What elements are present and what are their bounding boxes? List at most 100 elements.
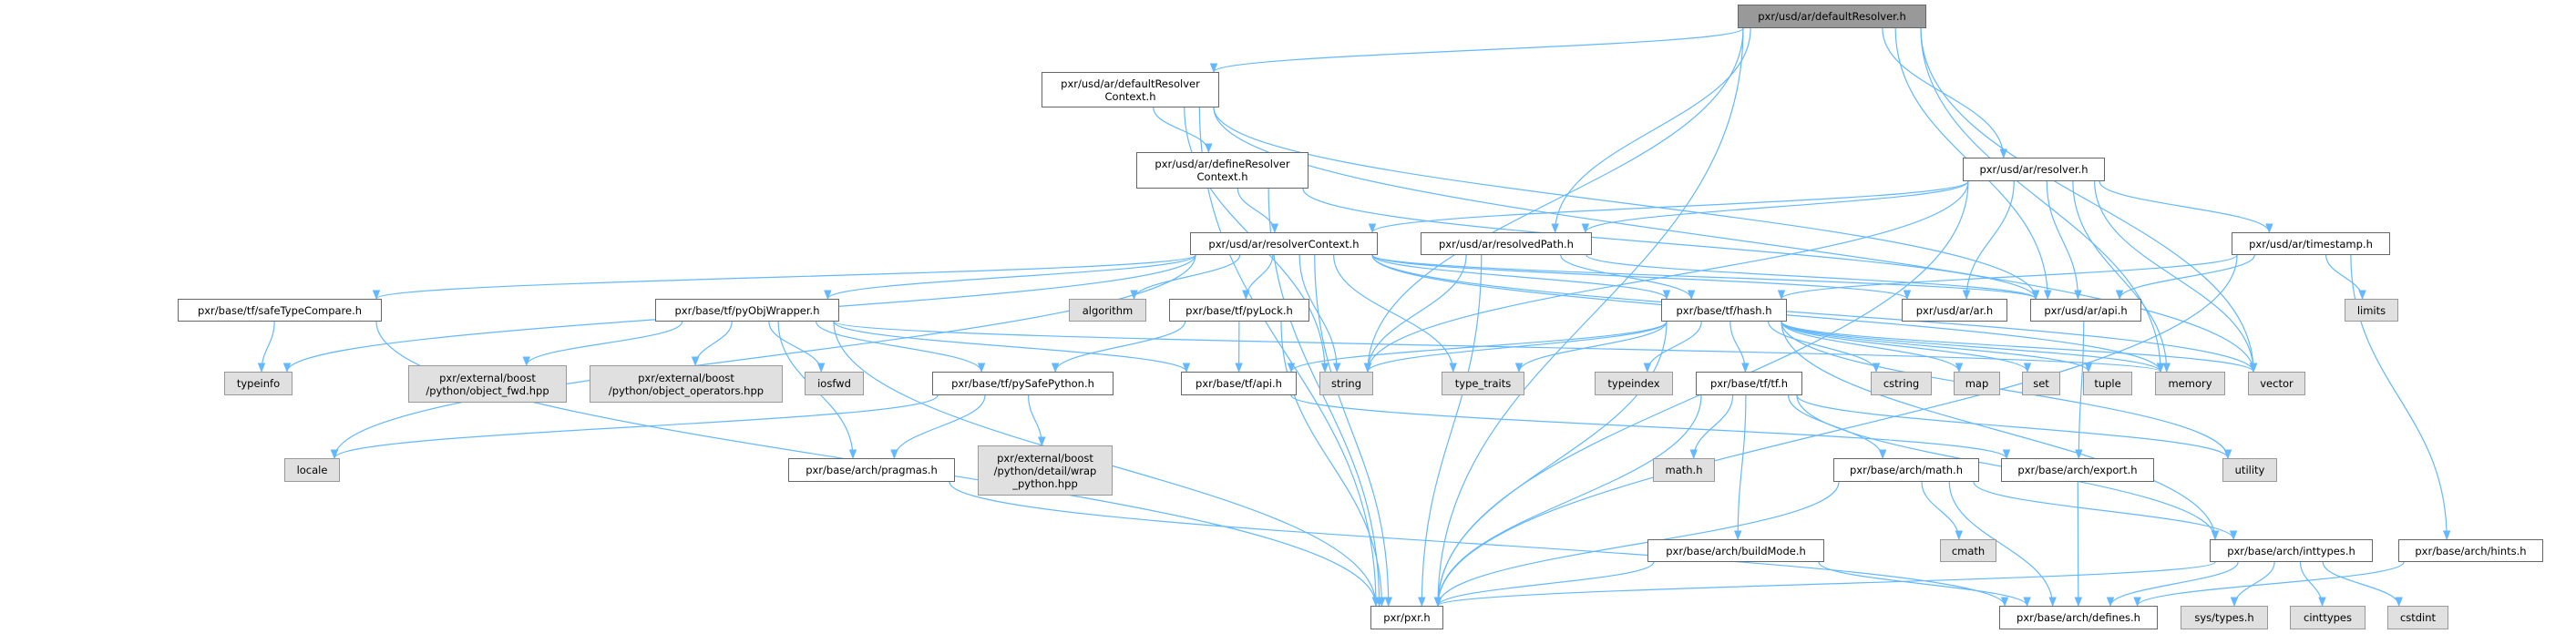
node-iosfwd: iosfwd: [805, 372, 864, 395]
edge-pyObjWrapper-to-tfApi: [833, 321, 1191, 373]
node-py-lock[interactable]: pxr/base/tf/pyLock.h: [1169, 299, 1309, 322]
edge-tf-to-mathH: [1689, 394, 1734, 460]
node-cinttypes: cinttypes: [2290, 606, 2366, 629]
edge-pyObjWrapper-to-memory: [833, 321, 2164, 373]
edge-inttypes-to-defines: [2106, 561, 2239, 608]
edge-tfApi-to-export: [1290, 394, 2011, 460]
edge-pySafePython-to-locale: [330, 394, 939, 460]
edge-hash-to-inttypes: [1781, 321, 2220, 541]
edge-resolver-to-timestamp: [2099, 180, 2273, 234]
node-defines[interactable]: pxr/base/arch/defines.h: [1999, 606, 2158, 629]
edge-pySafePython-to-pragmas: [890, 394, 986, 460]
edge-pyObjWrapper-to-objectOps: [691, 321, 733, 367]
edge-hash-to-utility: [1781, 321, 2232, 460]
edge-resolverContext-to-pyLock: [1242, 254, 1274, 301]
node-tf-api[interactable]: pxr/base/tf/api.h: [1181, 372, 1297, 395]
edge-defaultResolverContext-to-arApi: [1213, 107, 2040, 301]
edge-safeTypeCompare-to-typeinfo: [257, 321, 275, 373]
edge-resolver-to-arAr: [1962, 180, 2015, 301]
edge-timestamp-to-arApi: [2115, 254, 2255, 301]
edge-resolvedPath-to-hash: [1560, 254, 1696, 301]
node-object-fwd: pxr/external/boost /python/object_fwd.hp…: [408, 365, 567, 403]
edge-hash-to-vector: [1781, 321, 2258, 373]
node-timestamp[interactable]: pxr/usd/ar/timestamp.h: [2232, 232, 2390, 255]
edge-pySafePython-to-wrapPython: [1028, 394, 1046, 447]
node-typeinfo: typeinfo: [224, 372, 292, 395]
node-utility: utility: [2222, 458, 2277, 482]
edge-hash-to-cstring: [1768, 321, 1881, 373]
edge-resolverContext-to-locale: [330, 254, 1196, 460]
edge-buildMode-to-pxr: [1433, 561, 1655, 608]
edge-archMath-to-pxr: [1433, 481, 1840, 608]
node-cstdint: cstdint: [2387, 606, 2448, 629]
node-resolver-context[interactable]: pxr/usd/ar/resolverContext.h: [1190, 232, 1378, 255]
edge-inttypes-to-cstdint: [2322, 561, 2403, 608]
edge-archMath-to-defines: [1948, 481, 2057, 608]
node-pragmas[interactable]: pxr/base/arch/pragmas.h: [788, 458, 955, 482]
node-wrap-python: pxr/external/boost /python/detail/wrap _…: [978, 445, 1113, 496]
node-locale: locale: [284, 458, 340, 482]
edge-buildMode-to-defines: [1818, 561, 2031, 608]
edge-inttypes-to-sysTypes: [2230, 561, 2275, 608]
edge-defaultResolver-to-string: [1363, 27, 1744, 373]
edge-defaultResolver-to-defaultResolverContext: [1209, 27, 1744, 74]
node-build-mode[interactable]: pxr/base/arch/buildMode.h: [1647, 539, 1824, 562]
edge-resolvedPath-to-string: [1363, 254, 1467, 373]
edge-resolverContext-to-arAr: [1371, 254, 1912, 301]
node-tf[interactable]: pxr/base/tf/tf.h: [1696, 372, 1802, 395]
node-export[interactable]: pxr/base/arch/export.h: [2001, 458, 2154, 482]
edge-resolver-to-memory: [2072, 180, 2171, 373]
edge-timestamp-to-hints: [2350, 254, 2451, 541]
node-ar-api[interactable]: pxr/usd/ar/api.h: [2030, 299, 2141, 322]
edge-resolverContext-to-safeTypeCompare: [373, 254, 1196, 301]
edge-inttypes-to-cinttypes: [2299, 561, 2326, 608]
edge-resolverContext-to-hash: [1371, 254, 1671, 301]
node-inttypes[interactable]: pxr/base/arch/inttypes.h: [2210, 539, 2373, 562]
node-vector: vector: [2248, 372, 2305, 395]
edge-resolver-to-vector: [2094, 180, 2258, 373]
edge-resolverContext-to-algorithm: [1130, 254, 1241, 301]
node-map: map: [1954, 372, 2000, 395]
node-pxr[interactable]: pxr/pxr.h: [1370, 606, 1443, 629]
edge-defaultResolverContext-to-pxr: [1198, 107, 1380, 608]
node-tuple: tuple: [2083, 372, 2132, 395]
edge-hash-to-map: [1781, 321, 1964, 373]
node-default-resolver[interactable]: pxr/usd/ar/defaultResolver.h: [1738, 5, 1926, 28]
node-safe-type-compare[interactable]: pxr/base/tf/safeTypeCompare.h: [178, 299, 382, 322]
node-resolver[interactable]: pxr/usd/ar/resolver.h: [1963, 158, 2105, 181]
edge-hash-to-typeindex: [1643, 321, 1702, 373]
node-default-resolver-context[interactable]: pxr/usd/ar/defaultResolver Context.h: [1042, 72, 1219, 107]
edge-tf-to-buildMode: [1733, 394, 1747, 541]
node-py-safe-python[interactable]: pxr/base/tf/pySafePython.h: [932, 372, 1114, 395]
node-sys-types: sys/types.h: [2181, 606, 2268, 629]
edge-defaultResolverContext-to-defineResolverContext: [1153, 107, 1213, 154]
node-resolved-path[interactable]: pxr/usd/ar/resolvedPath.h: [1421, 232, 1592, 255]
edge-hash-to-memory: [1781, 321, 2165, 373]
edge-tf-to-utility: [1796, 394, 2232, 460]
edge-pyObjWrapper-to-iosfwd: [768, 321, 826, 373]
edge-hash-to-pxr: [1433, 321, 1668, 608]
edge-resolver-to-resolvedPath: [1581, 180, 1969, 234]
node-hints[interactable]: pxr/base/arch/hints.h: [2398, 539, 2543, 562]
edge-hash-to-tfApi: [1287, 321, 1668, 373]
edge-defaultResolver-to-resolvedPath: [1551, 27, 1751, 234]
edge-hash-to-set: [1781, 321, 2032, 373]
edge-resolver-to-resolverContext: [1368, 180, 1969, 234]
edge-archMath-to-cmath: [1921, 481, 1964, 541]
node-arch-math[interactable]: pxr/base/arch/math.h: [1833, 458, 1979, 482]
node-hash[interactable]: pxr/base/tf/hash.h: [1661, 299, 1787, 322]
edge-defineResolverContext-to-pxr: [1267, 188, 1383, 608]
node-cstring: cstring: [1871, 372, 1932, 395]
edge-defineResolverContext-to-resolverContext: [1237, 188, 1279, 234]
node-define-resolver-context[interactable]: pxr/usd/ar/defineResolver Context.h: [1136, 152, 1309, 189]
edge-pyObjWrapper-to-pySafePython: [816, 321, 986, 373]
edge-resolvedPath-to-arApi: [1586, 254, 2040, 301]
node-string: string: [1319, 372, 1373, 395]
node-limits: limits: [2345, 299, 2398, 322]
edge-hash-to-tuple: [1781, 321, 2093, 373]
edge-hash-to-string: [1363, 321, 1668, 373]
edge-resolvedPath-to-pxr: [1418, 254, 1483, 608]
node-ar-ar[interactable]: pxr/usd/ar/ar.h: [1902, 299, 2007, 322]
edge-defaultResolver-to-pxr: [1433, 27, 1744, 608]
node-py-obj-wrapper[interactable]: pxr/base/tf/pyObjWrapper.h: [655, 299, 839, 322]
